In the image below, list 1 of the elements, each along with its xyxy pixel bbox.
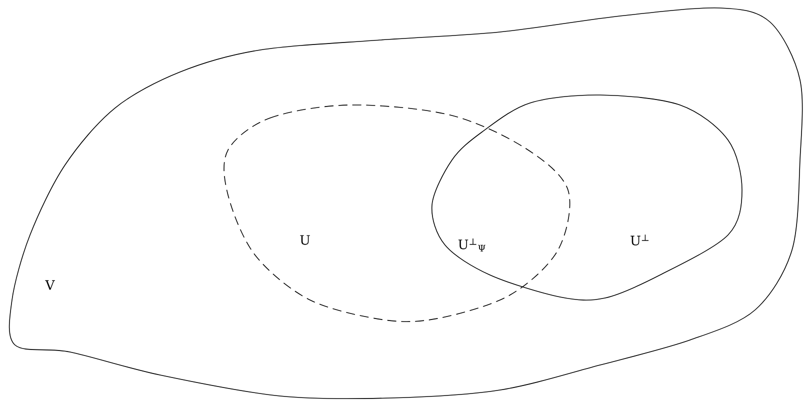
region-label: U$^{⊥}$Ψ xyxy=(458,238,486,252)
